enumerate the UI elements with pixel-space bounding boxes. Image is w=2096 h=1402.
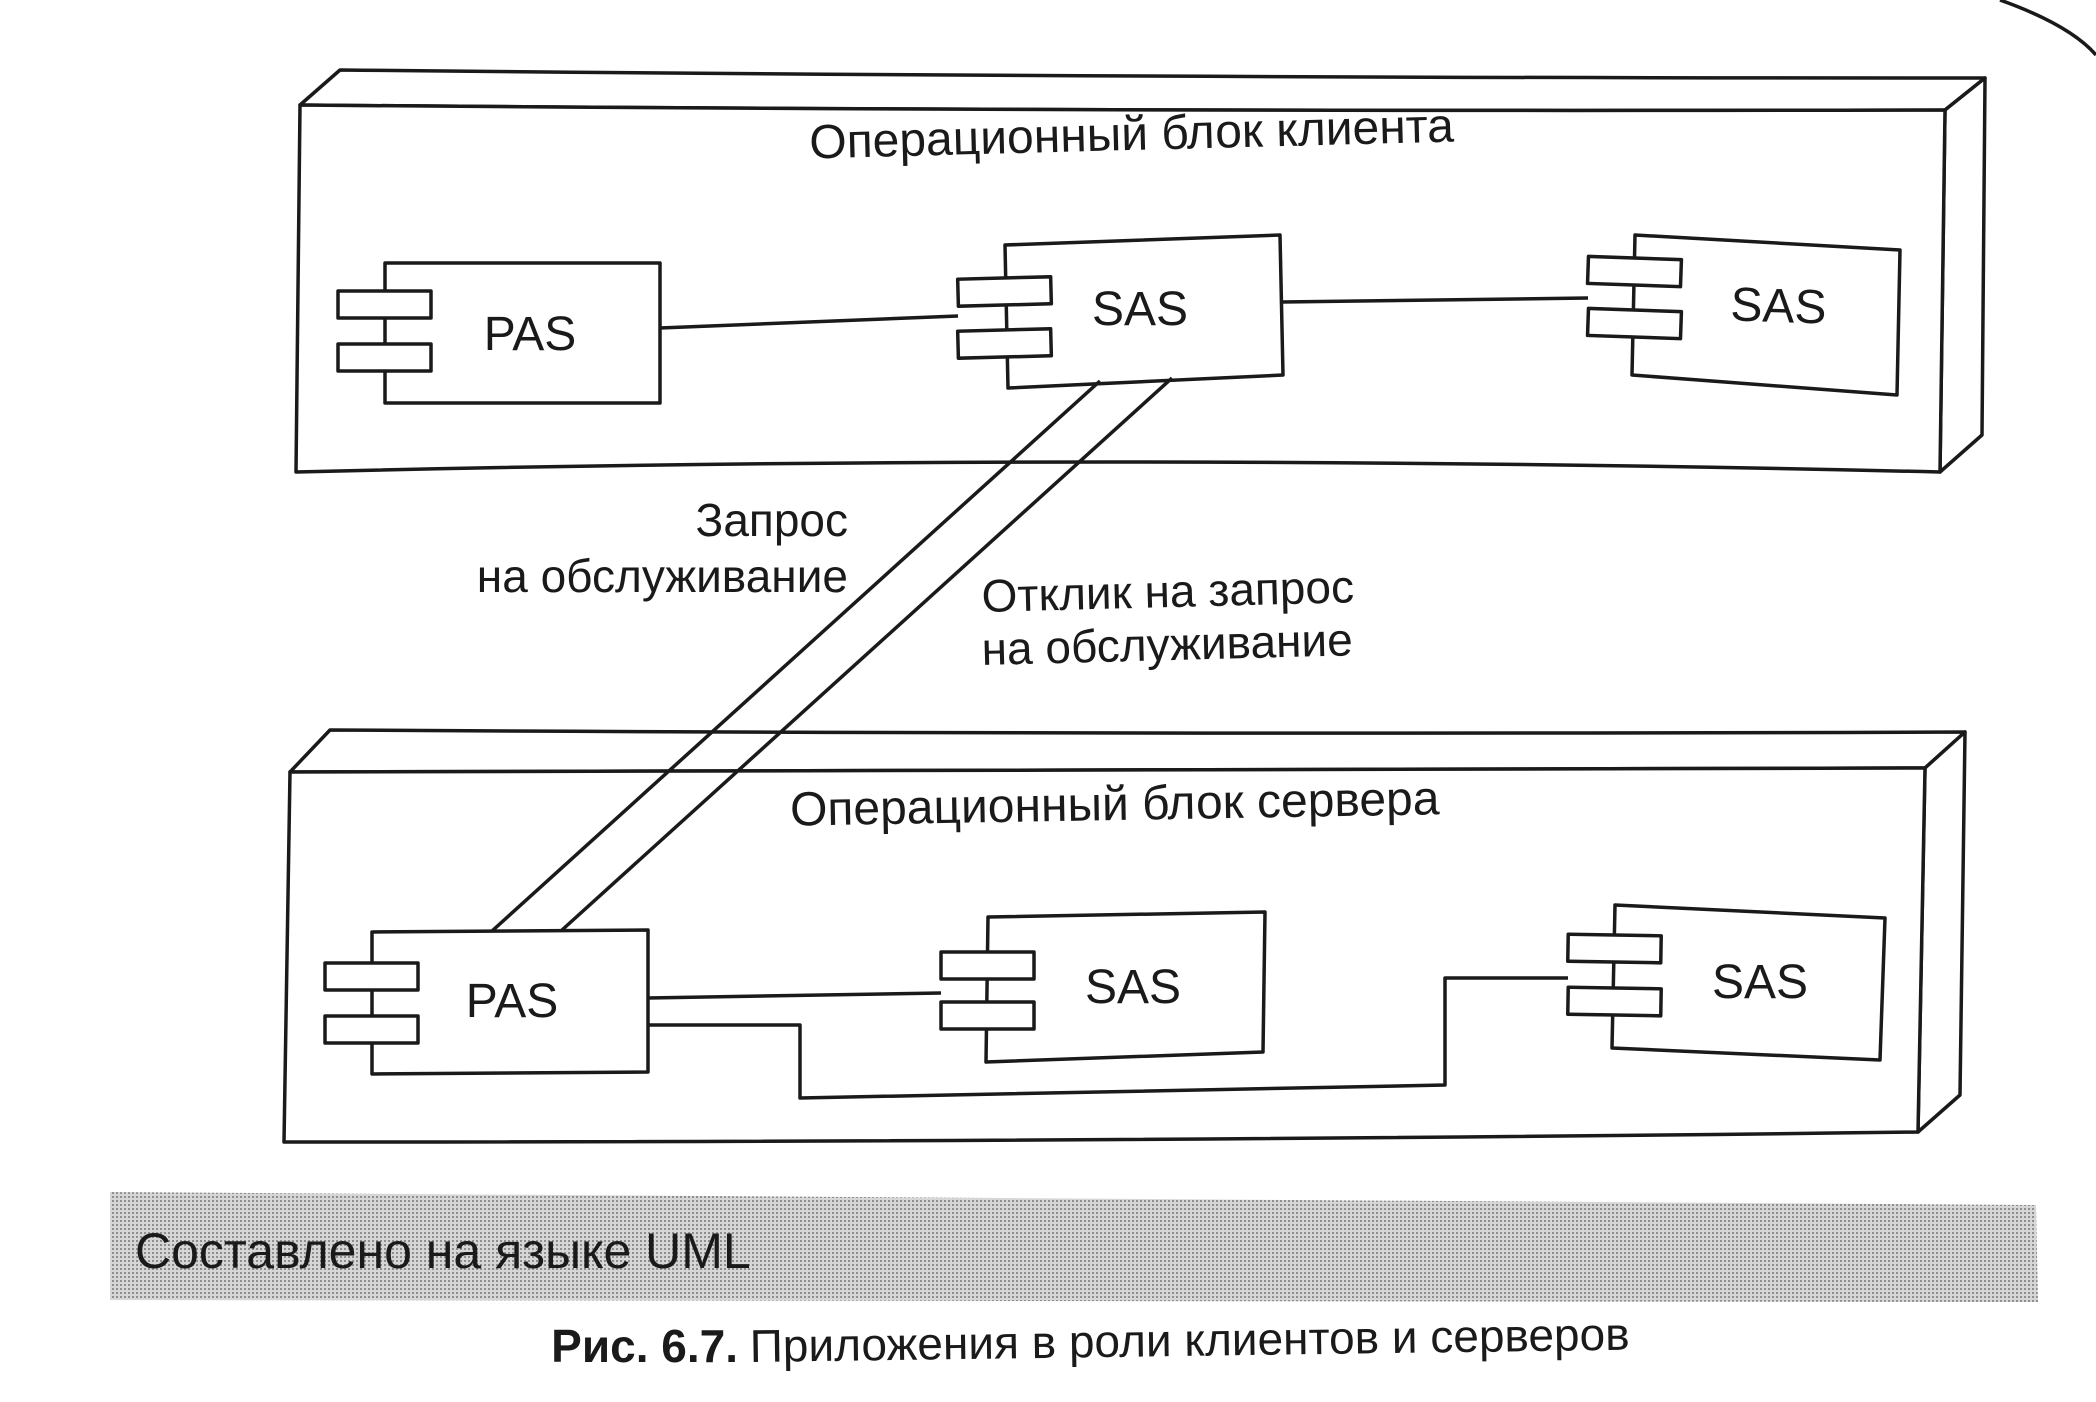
server-sas-center-label: SAS [1085,961,1181,1014]
component-port [955,327,1054,360]
client-pas-component: PAS [336,261,662,405]
component-port [323,961,420,992]
link-client-pas-sas [659,314,959,330]
component-box [383,261,662,405]
caption-text: Приложения в роли клиентов и серверов [749,1308,1630,1372]
component-port [336,342,433,373]
component-port [1566,932,1663,965]
link-server-pas-sas-right [648,976,1568,1100]
link-client-sas-sas [1281,296,1589,304]
source-band: Составлено на языке UML [110,1192,2038,1302]
request-line [490,379,1102,933]
source-band-background [110,1192,2038,1302]
server-node: Операционный блок сервера PAS SAS SAS [282,728,1967,1144]
caption-number: Рис. 6.7. [551,1320,738,1372]
request-label-line2: на обслуживание [477,550,848,602]
server-sas-right-component: SAS [1566,903,1887,1062]
client-pas-label: PAS [484,308,576,361]
client-sas-center-component: SAS [955,233,1285,390]
client-sas-right-component: SAS [1585,233,1902,397]
page-edge [1999,0,2096,57]
client-node-top-face [298,68,1987,113]
server-pas-component: PAS [323,928,650,1076]
component-port [939,1000,1036,1031]
client-sas-center-label: SAS [1092,283,1188,336]
request-label-line1: Запрос [696,494,848,546]
server-sas-center-component: SAS [939,910,1267,1064]
component-port [1585,254,1684,289]
client-node-side-face [1938,76,1987,474]
component-port [323,1014,420,1045]
server-node-top-face [288,728,1967,774]
response-label-line2: на обслуживание [981,613,1353,675]
component-port [939,950,1036,981]
server-sas-right-label: SAS [1712,956,1808,1009]
server-pas-label: PAS [466,975,558,1028]
client-sas-right-label: SAS [1730,278,1828,334]
source-band-text: Составлено на языке UML [135,1223,751,1279]
response-label-line1: Отклик на запрос [981,560,1355,622]
link-server-pas-sas [647,991,942,1000]
component-port [1566,985,1663,1018]
client-node: Операционный блок клиента PAS SAS SAS [294,68,1987,474]
server-node-label: Операционный блок сервера [790,772,1441,836]
figure-caption: Рис. 6.7. Приложения в роли клиентов и с… [551,1308,1630,1372]
response-line [560,376,1174,932]
component-port [336,289,433,320]
component-port [1585,306,1684,341]
component-port [955,275,1054,308]
